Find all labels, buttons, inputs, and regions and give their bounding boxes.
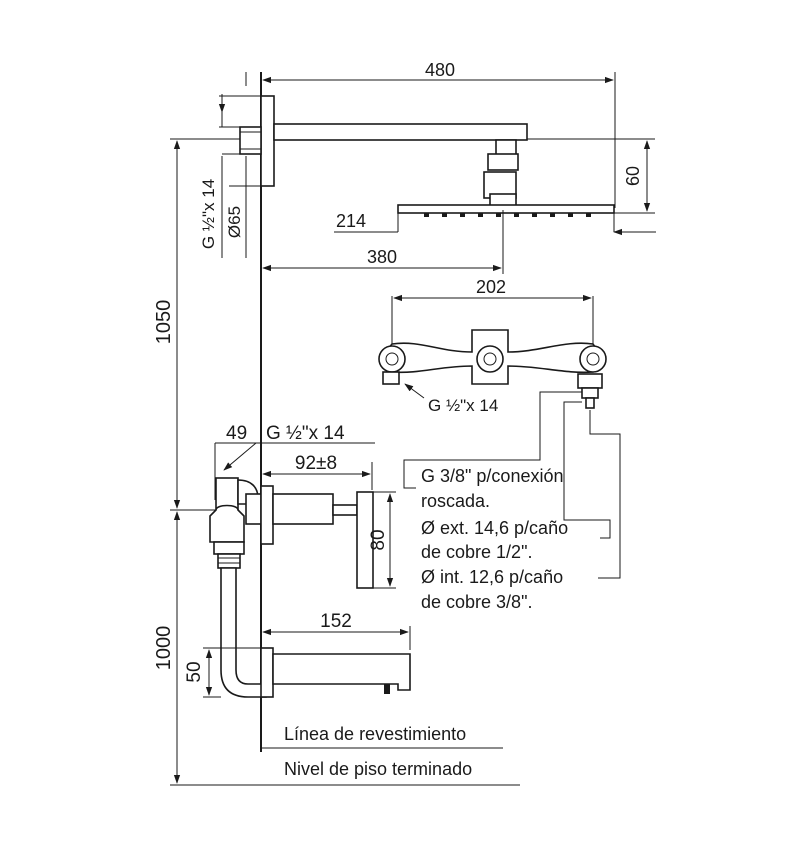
dim-thread-vertical: G ½"x 14 [199, 179, 218, 249]
dim-thread-spout: G ½"x 14 [266, 423, 345, 444]
dim-202: 202 [476, 277, 506, 297]
note-int-line2: de cobre 3/8". [421, 592, 532, 612]
dim-1050: 1050 [153, 300, 175, 345]
dim-thread-valve: G ½"x 14 [428, 396, 498, 415]
dim-152: 152 [320, 611, 352, 632]
floor-line-label: Nivel de piso terminado [284, 759, 472, 779]
dim-80: 80 [368, 529, 389, 550]
shower-head [397, 171, 615, 217]
mixer-assembly [209, 477, 374, 698]
note-int-line1: Ø int. 12,6 p/caño [421, 567, 563, 587]
dim-214: 214 [336, 211, 366, 231]
note-g38-line1: G 3/8" p/conexión [421, 466, 563, 486]
dim-480: 480 [425, 60, 455, 80]
note-ext-line1: Ø ext. 14,6 p/caño [421, 518, 568, 538]
dim-50: 50 [184, 661, 205, 682]
wall-line-label: Línea de revestimiento [284, 724, 466, 744]
dim-92: 92±8 [295, 453, 337, 474]
dim-380: 380 [367, 247, 397, 267]
shower-arm [239, 95, 528, 187]
dim-diam65: Ø65 [225, 206, 244, 238]
note-ext-line2: de cobre 1/2". [421, 542, 532, 562]
bath-spout [260, 647, 411, 698]
dim-1000: 1000 [153, 626, 175, 671]
dim-60: 60 [623, 166, 643, 186]
dim-49: 49 [226, 423, 247, 444]
note-g38-line2: roscada. [421, 491, 490, 511]
valve-body [378, 329, 607, 409]
